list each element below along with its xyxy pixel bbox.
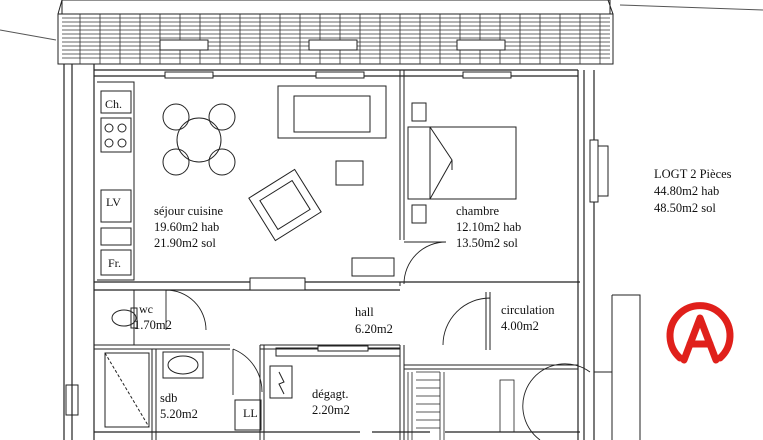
roof-balcony (57, 0, 614, 65)
exterior-walls (63, 64, 595, 440)
doors (165, 241, 591, 440)
armchair (248, 168, 322, 242)
room-name-degagement: dégagt. (312, 387, 349, 401)
room-name-circulation: circulation (501, 303, 555, 317)
room-name-sdb: sdb (160, 391, 178, 405)
appliance-label-fr: Fr. (108, 256, 122, 270)
unit-title: LOGT 2 Pièces (654, 167, 732, 181)
room-area-sdb: 5.20m2 (160, 407, 198, 421)
roof-edge-line (619, 4, 763, 11)
interior-walls (94, 70, 578, 440)
room-sol-sejour: 21.90m2 sol (154, 236, 216, 250)
bed (407, 102, 517, 224)
room-area-circulation: 4.00m2 (501, 319, 539, 333)
tv-stand (351, 257, 395, 277)
bathroom-fixtures (104, 351, 262, 431)
room-hab-sejour: 19.60m2 hab (154, 220, 220, 234)
left-exterior (65, 384, 79, 416)
unit-sol-area: 48.50m2 sol (654, 201, 716, 215)
left-guide-line (0, 29, 57, 41)
unit-hab-area: 44.80m2 hab (654, 184, 720, 198)
room-area-degagement: 2.20m2 (312, 403, 350, 417)
right-exterior (594, 294, 641, 440)
room-hab-chambre: 12.10m2 hab (456, 220, 522, 234)
room-area-hall: 6.20m2 (355, 322, 393, 336)
room-sol-chambre: 13.50m2 sol (456, 236, 518, 250)
room-name-sejour: séjour cuisine (154, 204, 224, 218)
red-a-ring-logo-icon (666, 302, 734, 364)
dining-table (162, 103, 236, 176)
room-area-wc: 1.70m2 (134, 318, 172, 332)
sofa (277, 85, 387, 186)
room-name-wc: wc (139, 302, 153, 316)
room-name-hall: hall (355, 305, 374, 319)
appliance-label-ch: Ch. (105, 97, 123, 111)
appliance-label-lv: LV (106, 195, 121, 209)
kitchen-counter (97, 81, 135, 281)
window-sills (164, 71, 609, 291)
appliance-label-ll: LL (243, 406, 258, 420)
balcony-railing (62, 14, 610, 64)
hall-closets (269, 345, 401, 399)
toilet (111, 307, 138, 329)
roof-vents (159, 39, 506, 51)
room-name-chambre: chambre (456, 204, 500, 218)
staircase (407, 371, 515, 440)
